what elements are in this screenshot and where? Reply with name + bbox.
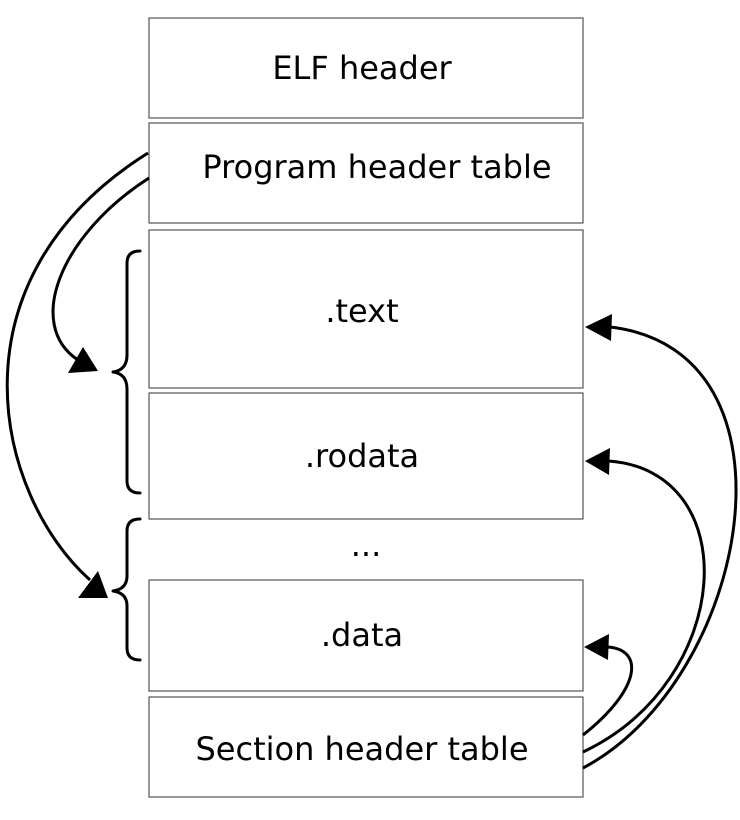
data-section-block: .data <box>148 579 584 692</box>
text-section-label: .text <box>325 292 398 330</box>
more-sections-ellipsis: ... <box>351 526 382 564</box>
segment-brace-1 <box>111 249 142 495</box>
program-header-to-segment1-arrow <box>51 176 150 373</box>
program-header-table-label: Program header table <box>202 148 551 186</box>
segment-brace-2 <box>111 517 142 662</box>
section-header-to-rodata-arrow <box>582 448 706 754</box>
section-header-table-label: Section header table <box>195 730 528 768</box>
rodata-section-block: .rodata <box>148 392 584 520</box>
text-section-block: .text <box>148 229 584 389</box>
section-header-table-block: Section header table <box>148 696 584 798</box>
program-header-to-segment2-arrow <box>5 151 149 598</box>
program-header-table-block: Program header table <box>148 122 584 224</box>
data-section-label: .data <box>321 616 403 654</box>
section-header-to-text-arrow <box>582 314 738 770</box>
elf-header-label: ELF header <box>272 49 452 87</box>
rodata-section-label: .rodata <box>305 437 419 475</box>
elf-header-block: ELF header <box>148 17 584 119</box>
section-header-to-data-arrow <box>582 634 633 737</box>
